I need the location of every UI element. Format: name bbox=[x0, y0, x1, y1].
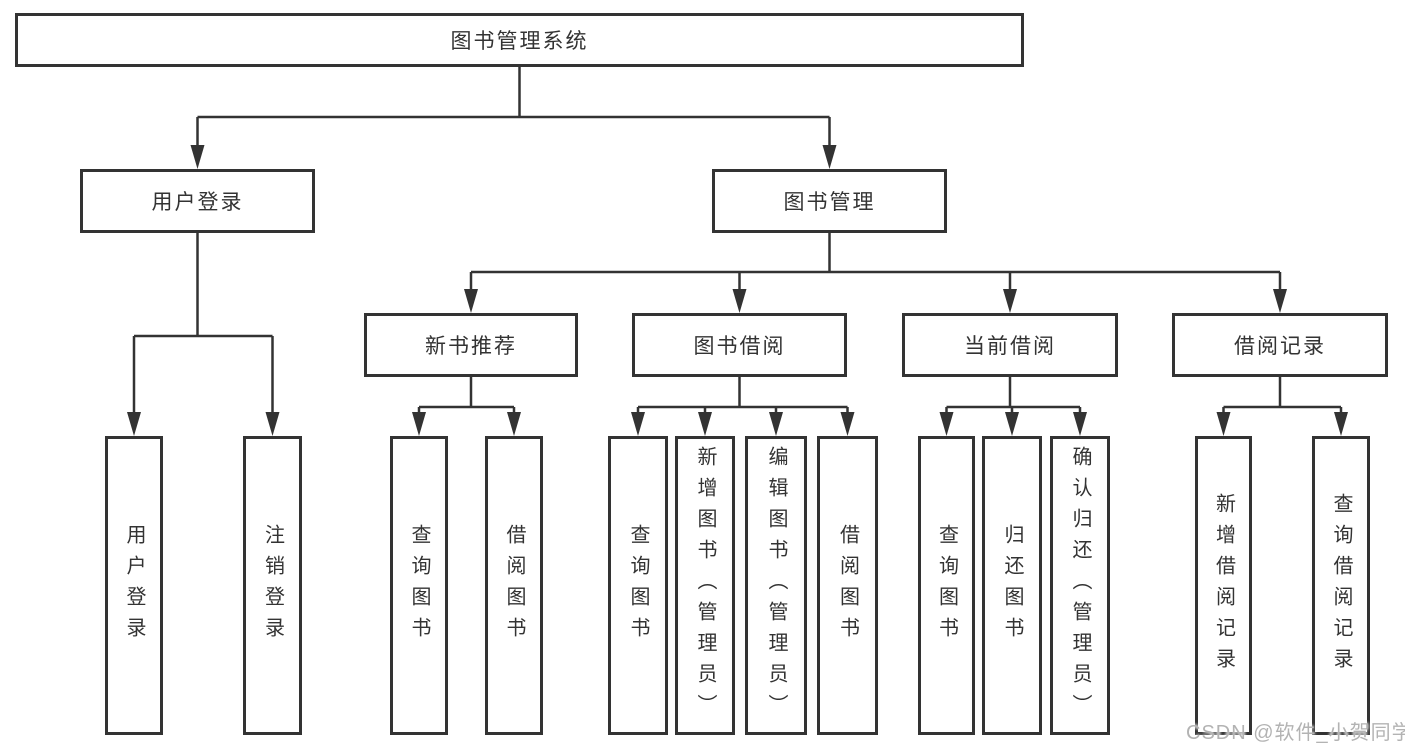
arrow-down-icon bbox=[732, 289, 747, 313]
node-leaf-add-borrow-record: 新增借阅记录 bbox=[1195, 436, 1252, 735]
arrow-down-icon bbox=[190, 145, 205, 169]
node-label: 新书推荐 bbox=[425, 335, 517, 358]
node-leaf-add-books-admin: 新增图书（管理员） bbox=[675, 436, 735, 735]
node-user-login: 用户登录 bbox=[80, 169, 315, 233]
arrow-down-icon bbox=[507, 412, 521, 436]
connector-bookmgmt-to-level3 bbox=[469, 233, 1282, 291]
node-current-borrowing: 当前借阅 bbox=[902, 313, 1118, 377]
arrow-down-icon bbox=[1216, 412, 1231, 436]
node-leaf-logout: 注销登录 bbox=[243, 436, 302, 735]
arrow-down-icon bbox=[412, 412, 426, 436]
connector-borrowrec-to-leaves bbox=[1222, 377, 1343, 414]
node-leaf-query-books-3: 查询图书 bbox=[918, 436, 975, 735]
arrow-down-icon bbox=[464, 289, 478, 313]
node-label: 查询图书 bbox=[408, 523, 430, 648]
node-leaf-query-books-2: 查询图书 bbox=[608, 436, 668, 735]
node-leaf-query-borrow-record: 查询借阅记录 bbox=[1312, 436, 1370, 735]
connector-newrec-to-leaves bbox=[417, 377, 516, 414]
node-label: 用户登录 bbox=[123, 523, 145, 648]
node-label: 图书管理 bbox=[783, 191, 876, 214]
node-label: 图书管理系统 bbox=[450, 30, 589, 53]
connector-bookborrow-to-leaves bbox=[636, 377, 849, 414]
node-leaf-confirm-return-admin: 确认归还（管理员） bbox=[1050, 436, 1110, 735]
arrow-down-icon bbox=[1005, 412, 1019, 436]
connector-root-to-level2 bbox=[196, 67, 831, 147]
node-leaf-user-login: 用户登录 bbox=[105, 436, 163, 735]
node-label: 借阅记录 bbox=[1234, 335, 1326, 358]
arrow-down-icon bbox=[1003, 289, 1017, 313]
node-borrowing-records: 借阅记录 bbox=[1172, 313, 1388, 377]
arrow-down-icon bbox=[1073, 412, 1087, 436]
connector-userlogin-to-leaves bbox=[132, 233, 274, 414]
node-label: 用户登录 bbox=[151, 191, 244, 214]
arrow-down-icon bbox=[939, 412, 954, 436]
node-label: 借阅图书 bbox=[503, 523, 525, 648]
watermark: CSDN @软件_小贺同学 bbox=[1186, 722, 1405, 744]
node-leaf-return-books: 归还图书 bbox=[982, 436, 1042, 735]
node-label: 查询图书 bbox=[627, 523, 649, 648]
node-label: 新增借阅记录 bbox=[1212, 492, 1235, 679]
connector-curborrow-to-leaves bbox=[945, 377, 1082, 414]
node-book-borrowing: 图书借阅 bbox=[632, 313, 847, 377]
node-label: 查询图书 bbox=[935, 523, 958, 648]
node-label: 归还图书 bbox=[1001, 523, 1023, 648]
node-label: 注销登录 bbox=[261, 523, 284, 648]
arrow-down-icon bbox=[840, 412, 855, 436]
arrow-down-icon bbox=[631, 412, 645, 436]
node-leaf-borrow-books-2: 借阅图书 bbox=[817, 436, 878, 735]
node-label: 图书借阅 bbox=[693, 335, 786, 358]
node-label: 借阅图书 bbox=[836, 523, 859, 648]
node-label: 编辑图书（管理员） bbox=[765, 446, 787, 725]
node-label: 查询借阅记录 bbox=[1330, 492, 1352, 679]
node-label: 确认归还（管理员） bbox=[1069, 446, 1091, 725]
arrow-down-icon bbox=[822, 145, 837, 169]
node-library-management-system: 图书管理系统 bbox=[15, 13, 1024, 67]
node-leaf-query-books: 查询图书 bbox=[390, 436, 448, 735]
arrow-down-icon bbox=[1273, 289, 1287, 313]
node-new-book-recommendation: 新书推荐 bbox=[364, 313, 578, 377]
node-leaf-borrow-books: 借阅图书 bbox=[485, 436, 543, 735]
arrow-down-icon bbox=[127, 412, 141, 436]
node-label: 当前借阅 bbox=[964, 335, 1056, 358]
node-book-management: 图书管理 bbox=[712, 169, 947, 233]
node-label: 新增图书（管理员） bbox=[694, 446, 716, 725]
node-leaf-edit-books-admin: 编辑图书（管理员） bbox=[745, 436, 807, 735]
arrow-down-icon bbox=[769, 412, 783, 436]
arrow-down-icon bbox=[1334, 412, 1348, 436]
arrow-down-icon bbox=[698, 412, 712, 436]
arrow-down-icon bbox=[265, 412, 280, 436]
